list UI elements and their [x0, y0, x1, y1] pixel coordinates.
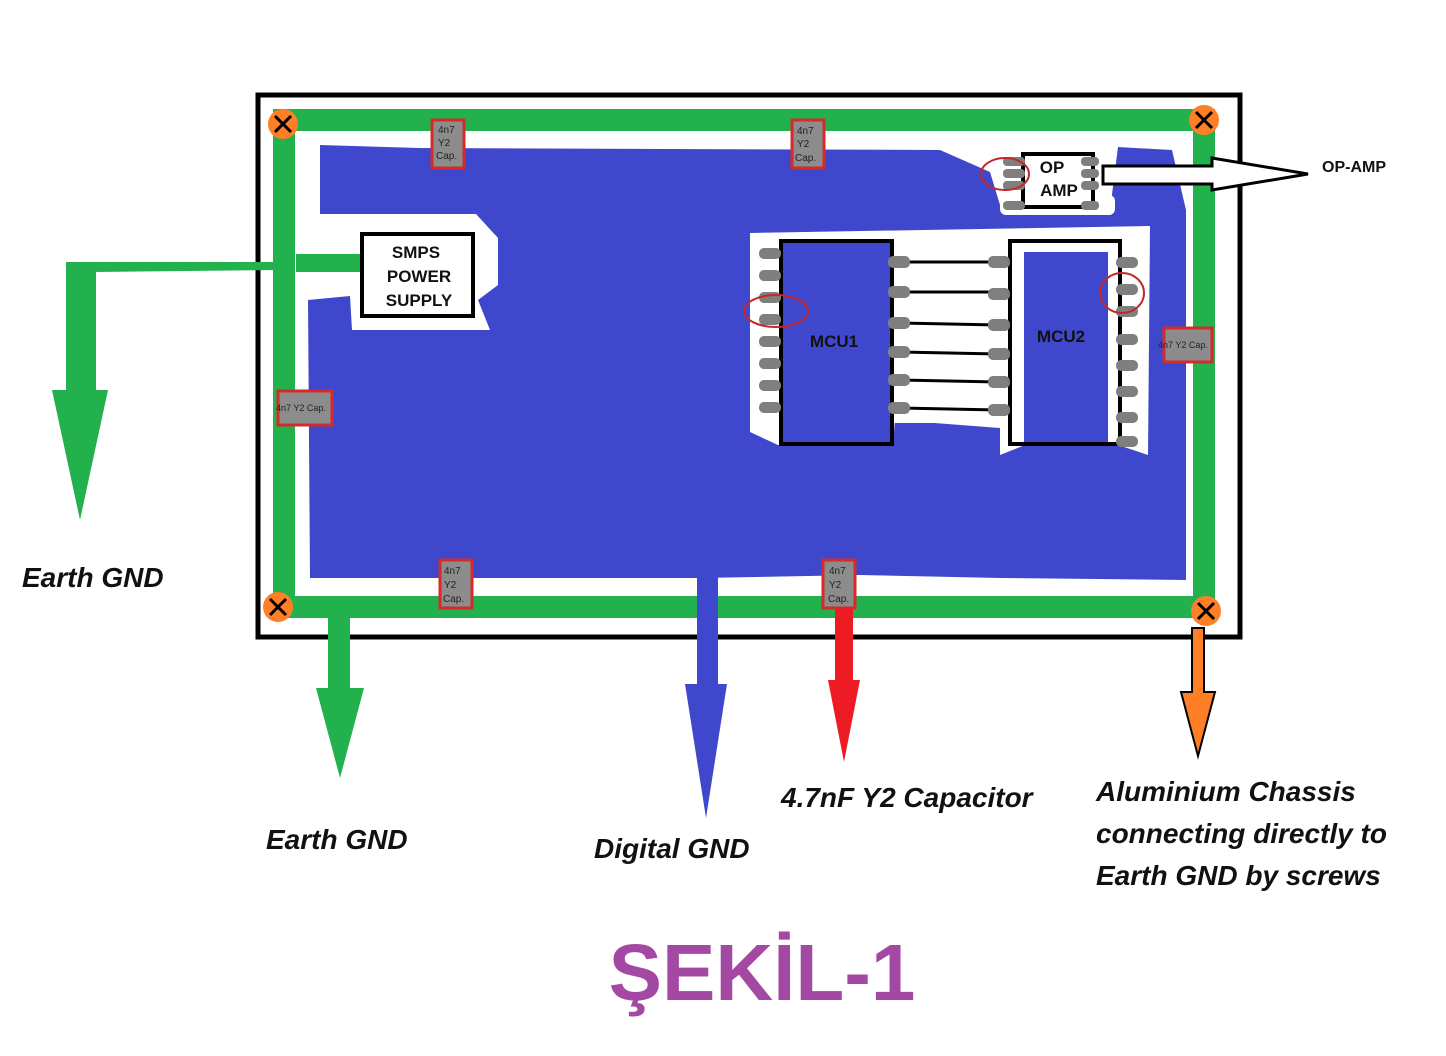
mcu-interconnect-traces — [899, 260, 999, 412]
capacitor-bottom-mid: 4n7 Y2 Cap. — [821, 558, 857, 610]
chassis-arrow-icon — [1179, 627, 1217, 760]
svg-text:Y2: Y2 — [797, 139, 810, 150]
mcu1-chip — [779, 239, 894, 446]
capacitor-label: 4.7nF Y2 Capacitor — [780, 782, 1035, 813]
opamp-chip — [1021, 152, 1095, 209]
screw-icon — [1191, 596, 1221, 626]
mcu2-left-pads — [988, 256, 1010, 416]
mcu1-label: MCU1 — [810, 332, 858, 351]
mcu1-right-pads — [888, 256, 910, 414]
digital-gnd-label: Digital GND — [594, 833, 750, 864]
chassis-label-line3: Earth GND by screws — [1096, 860, 1381, 891]
svg-text:Y2: Y2 — [438, 138, 451, 149]
capacitor-bottom-left: 4n7 Y2 Cap. — [438, 558, 474, 610]
mcu2-ground-fill — [1024, 252, 1108, 442]
earth-gnd-bottom-arrow-icon — [316, 612, 364, 778]
opamp-pads — [1003, 157, 1099, 210]
capacitor-top-left: 4n7 Y2 Cap. — [430, 118, 466, 170]
mcu1-ground-highlight — [743, 294, 809, 328]
svg-text:4n7: 4n7 — [797, 126, 814, 137]
screw-icon — [263, 592, 293, 622]
svg-text:4n7: 4n7 — [444, 566, 461, 577]
capacitor-left: 4n7 Y2 Cap. — [276, 389, 334, 427]
opamp-pointer-arrow — [1101, 156, 1309, 192]
svg-text:Cap.: Cap. — [828, 594, 849, 605]
capacitor-right: 4n7 Y2 Cap. — [1158, 326, 1214, 364]
smps-label-line2: POWER — [387, 267, 451, 286]
capacitor-top-mid: 4n7 Y2 Cap. — [790, 118, 826, 170]
svg-text:4n7 Y2 Cap.: 4n7 Y2 Cap. — [276, 403, 326, 413]
chassis-label-line1: Aluminium Chassis — [1095, 776, 1356, 807]
digital-gnd-arrow-icon — [685, 576, 727, 818]
mcu2-label: MCU2 — [1037, 327, 1085, 346]
opamp-ground-highlight — [980, 157, 1030, 191]
mcu2-right-pads — [1116, 257, 1138, 447]
opamp-external-label: OP-AMP — [1322, 159, 1386, 176]
svg-text:Cap.: Cap. — [443, 594, 464, 605]
smps-label-line3: SUPPLY — [386, 291, 453, 310]
mcu-interconnect-area — [872, 251, 1012, 423]
smps-earth-trace — [296, 254, 364, 272]
earth-gnd-left-label: Earth GND — [22, 562, 164, 593]
smps-power-supply — [360, 232, 475, 318]
mcu1-left-pads — [759, 248, 781, 413]
screw-icon — [1189, 105, 1219, 135]
opamp-label-line2: AMP — [1040, 181, 1078, 200]
svg-text:4n7: 4n7 — [829, 566, 846, 577]
smps-label-line1: SMPS — [392, 243, 440, 262]
capacitor-arrow-icon — [828, 608, 860, 762]
svg-text:Y2: Y2 — [444, 580, 457, 591]
mcu2-ground-highlight — [1099, 272, 1145, 314]
svg-text:Y2: Y2 — [829, 580, 842, 591]
svg-text:Cap.: Cap. — [795, 153, 816, 164]
earth-gnd-left-arrow-icon — [52, 262, 280, 520]
screw-icon — [268, 109, 298, 139]
earth-gnd-bottom-label: Earth GND — [266, 824, 408, 855]
svg-text:4n7: 4n7 — [438, 125, 455, 136]
opamp-label-line1: OP — [1040, 158, 1065, 177]
svg-text:Cap.: Cap. — [436, 151, 457, 162]
figure-title: ŞEKİL-1 — [609, 928, 916, 1017]
chassis-label-line2: connecting directly to — [1096, 818, 1387, 849]
svg-text:4n7 Y2 Cap.: 4n7 Y2 Cap. — [1158, 340, 1208, 350]
